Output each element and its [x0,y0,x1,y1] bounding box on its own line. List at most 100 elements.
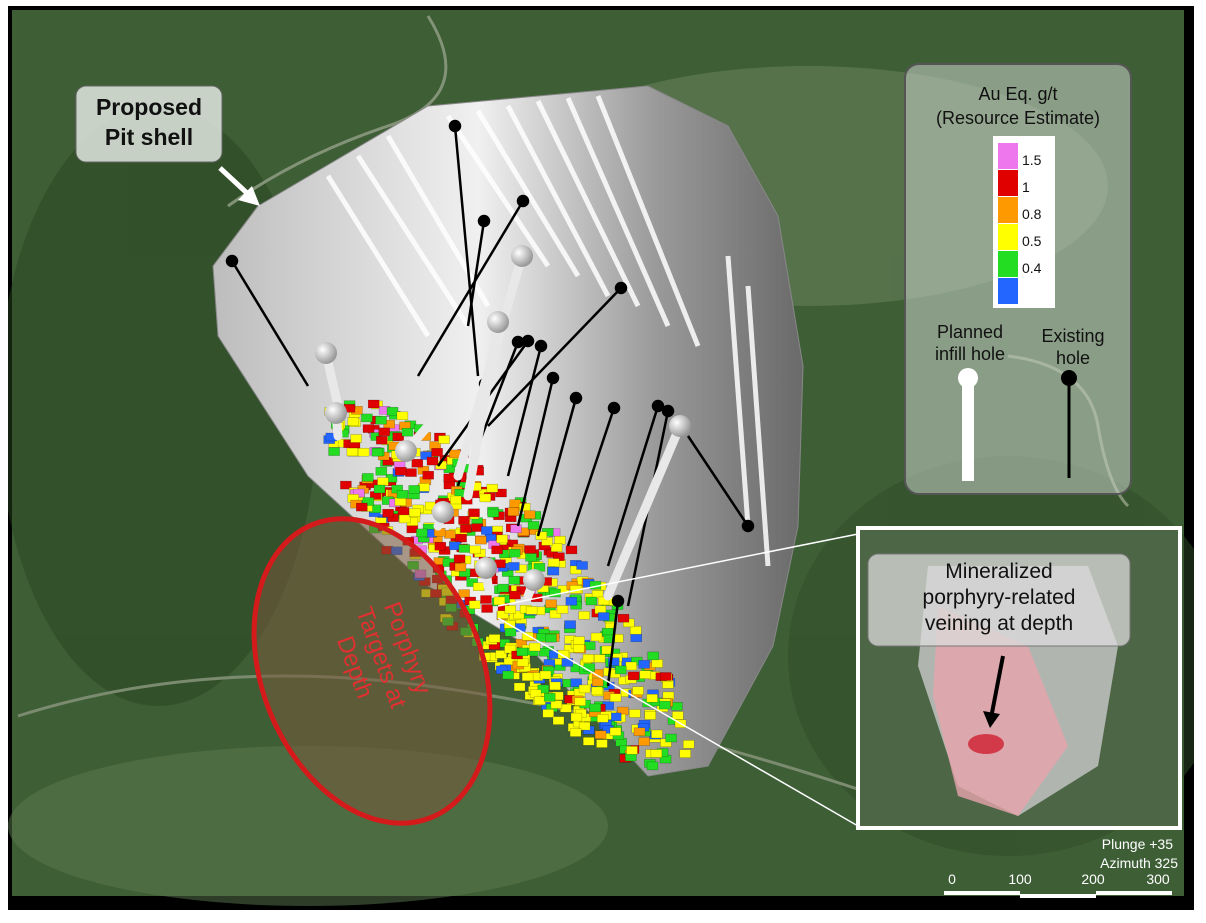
model-block [607,657,620,666]
model-block [509,590,521,600]
model-block [367,399,380,409]
model-block [550,543,563,552]
model-block [460,524,472,533]
existing-hole [416,200,525,377]
existing-hole-collar [516,194,530,208]
model-block [542,709,555,718]
model-block [362,473,374,482]
model-block [376,435,388,445]
inset-label-1: Mineralized [945,560,1052,583]
model-block [502,670,514,680]
model-block [371,447,384,457]
model-block [510,524,522,534]
legend-value: 1 [1022,179,1030,195]
model-block [495,650,507,659]
model-block [609,693,622,702]
porphyry-target-ellipse [251,516,493,826]
model-block [632,686,644,695]
planned-hole-collar [315,342,337,364]
planned-hole-collar [511,245,533,267]
model-block [434,541,447,551]
model-block [496,610,509,619]
model-block [594,730,607,740]
existing-hole [487,287,622,427]
scale-tick-300: 300 [1146,871,1170,887]
model-block [650,749,663,758]
model-block [593,654,606,663]
model-block [401,427,414,437]
model-block [572,644,585,653]
planned-hole-collar [669,415,691,437]
model-block [347,417,360,426]
legend-title-2: (Resource Estimate) [936,108,1100,128]
model-block [378,427,390,437]
model-block [450,495,462,505]
model-block [458,589,470,598]
pit-shell-callout: Proposed Pit shell [75,85,260,206]
planned-label-1: Planned [937,322,1003,342]
model-block [438,435,450,444]
model-block [362,424,375,433]
existing-hole [453,125,480,377]
model-block [504,605,517,614]
model-block [493,596,506,606]
model-block [398,514,411,524]
model-block [576,561,588,570]
model-block [535,531,548,540]
model-block [362,497,375,506]
existing-label-2: hole [1056,348,1090,368]
model-block [454,563,467,572]
model-block [455,533,467,543]
existing-hole [566,407,616,547]
legend-value: 0.4 [1022,260,1042,276]
model-block [340,480,352,490]
model-block [539,670,552,680]
model-block [625,661,637,671]
existing-hole-collar [651,399,665,413]
model-block [651,659,663,668]
legend-swatch [998,143,1018,169]
model-block [627,671,640,681]
planned-hole-collar [523,569,545,591]
model-block [573,636,585,645]
model-block [480,595,492,604]
model-block [545,633,557,643]
pit-benches [325,95,771,567]
inset-leader-top [497,533,859,607]
3d-model-view: Porphyry Targets at Depth Mineralized po… [0,6,1206,910]
model-block [521,632,534,641]
model-block [538,648,551,657]
model-block [495,665,508,675]
model-block [582,654,595,663]
model-block [397,507,410,516]
existing-hole-collar [661,404,675,418]
legend-panel: Au Eq. g/t (Resource Estimate) 1.510.80.… [904,63,1132,495]
model-block [541,537,553,546]
model-block [449,449,461,459]
model-block [543,693,556,702]
model-block [609,727,622,736]
legend-swatch [998,197,1018,223]
model-block [524,545,536,554]
model-block [603,634,616,644]
existing-hole [506,345,543,477]
pit-shell-arrow [218,166,250,196]
model-block [523,510,536,519]
model-block [578,721,591,731]
model-block [458,515,470,525]
model-block [444,530,456,539]
model-block [395,466,407,476]
model-block [488,634,501,643]
model-block [646,693,658,703]
model-block [672,711,684,720]
model-block [578,684,591,694]
model-block [545,599,557,609]
model-block [550,700,563,709]
model-block [353,488,365,498]
existing-hole-collar [611,594,625,608]
model-block [408,508,421,517]
model-block [644,711,657,720]
existing-hole [476,341,520,447]
pit-shell-label-2: Pit shell [105,124,193,150]
model-block [528,642,541,652]
